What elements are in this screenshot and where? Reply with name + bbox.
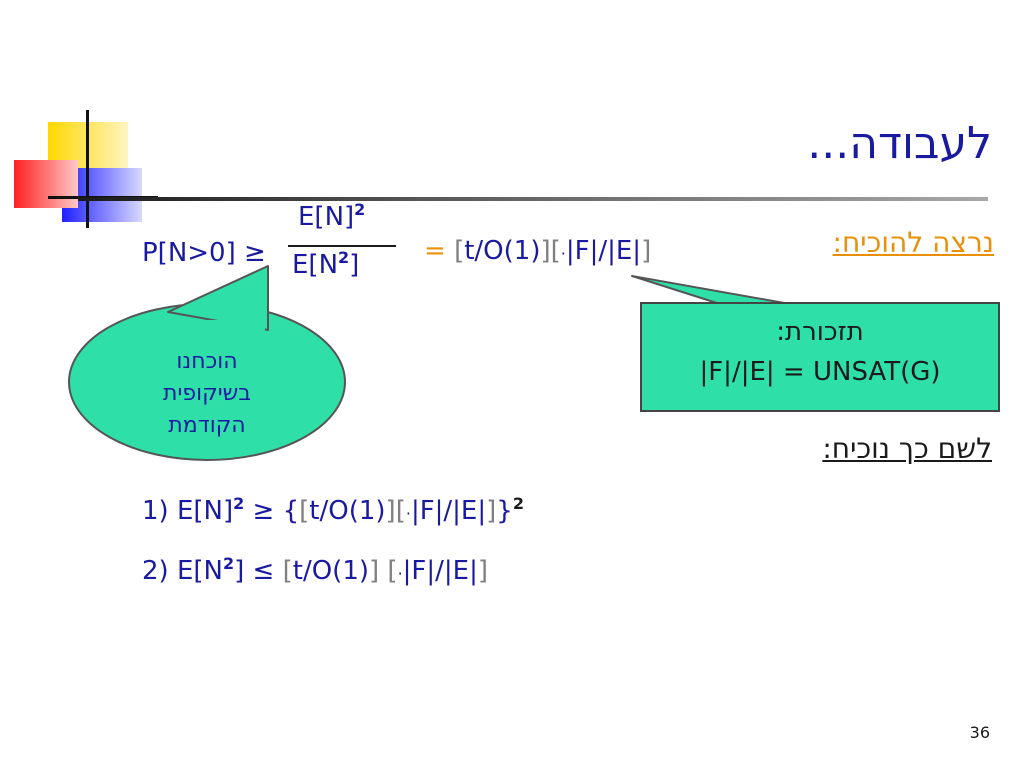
step-2: 2) E[N2] ≤ [t/O(1)] [·|F|/|E|] (142, 554, 489, 586)
oval-line-3: הקודמת (168, 413, 246, 438)
want-to-prove-heading: נרצה להוכיח: (832, 226, 994, 259)
oval-callout-text: הוכחנו בשיקופית הקודמת (70, 346, 344, 442)
fraction-denominator: E[N2] (292, 248, 360, 280)
fraction-bar (288, 245, 396, 247)
inequality-lhs: P[N>0] ≥ (142, 238, 266, 268)
for-this-heading: לשם כך נוכיח: (822, 432, 992, 465)
inequality-rhs: = [t/O(1)][·|F|/|E|] (424, 236, 652, 266)
slide-title: לעבודה... (807, 118, 992, 169)
oval-line-2: בשיקופית (163, 381, 251, 406)
step-1: 1) E[N]2 ≥ {[t/O(1)][·|F|/|E|]}2 (142, 494, 524, 526)
reminder-callout (640, 302, 1000, 412)
reminder-label: תזכורת: (776, 317, 864, 347)
reminder-text: תזכורת: |F|/|E| = UNSAT(G) (640, 312, 1000, 392)
page-number: 36 (969, 723, 990, 742)
title-underline (78, 197, 988, 201)
decorative-logo (14, 110, 158, 228)
oval-line-1: הוכחנו (176, 349, 238, 374)
fraction-numerator: E[N]2 (298, 200, 366, 232)
reminder-formula: |F|/|E| = UNSAT(G) (699, 357, 941, 387)
